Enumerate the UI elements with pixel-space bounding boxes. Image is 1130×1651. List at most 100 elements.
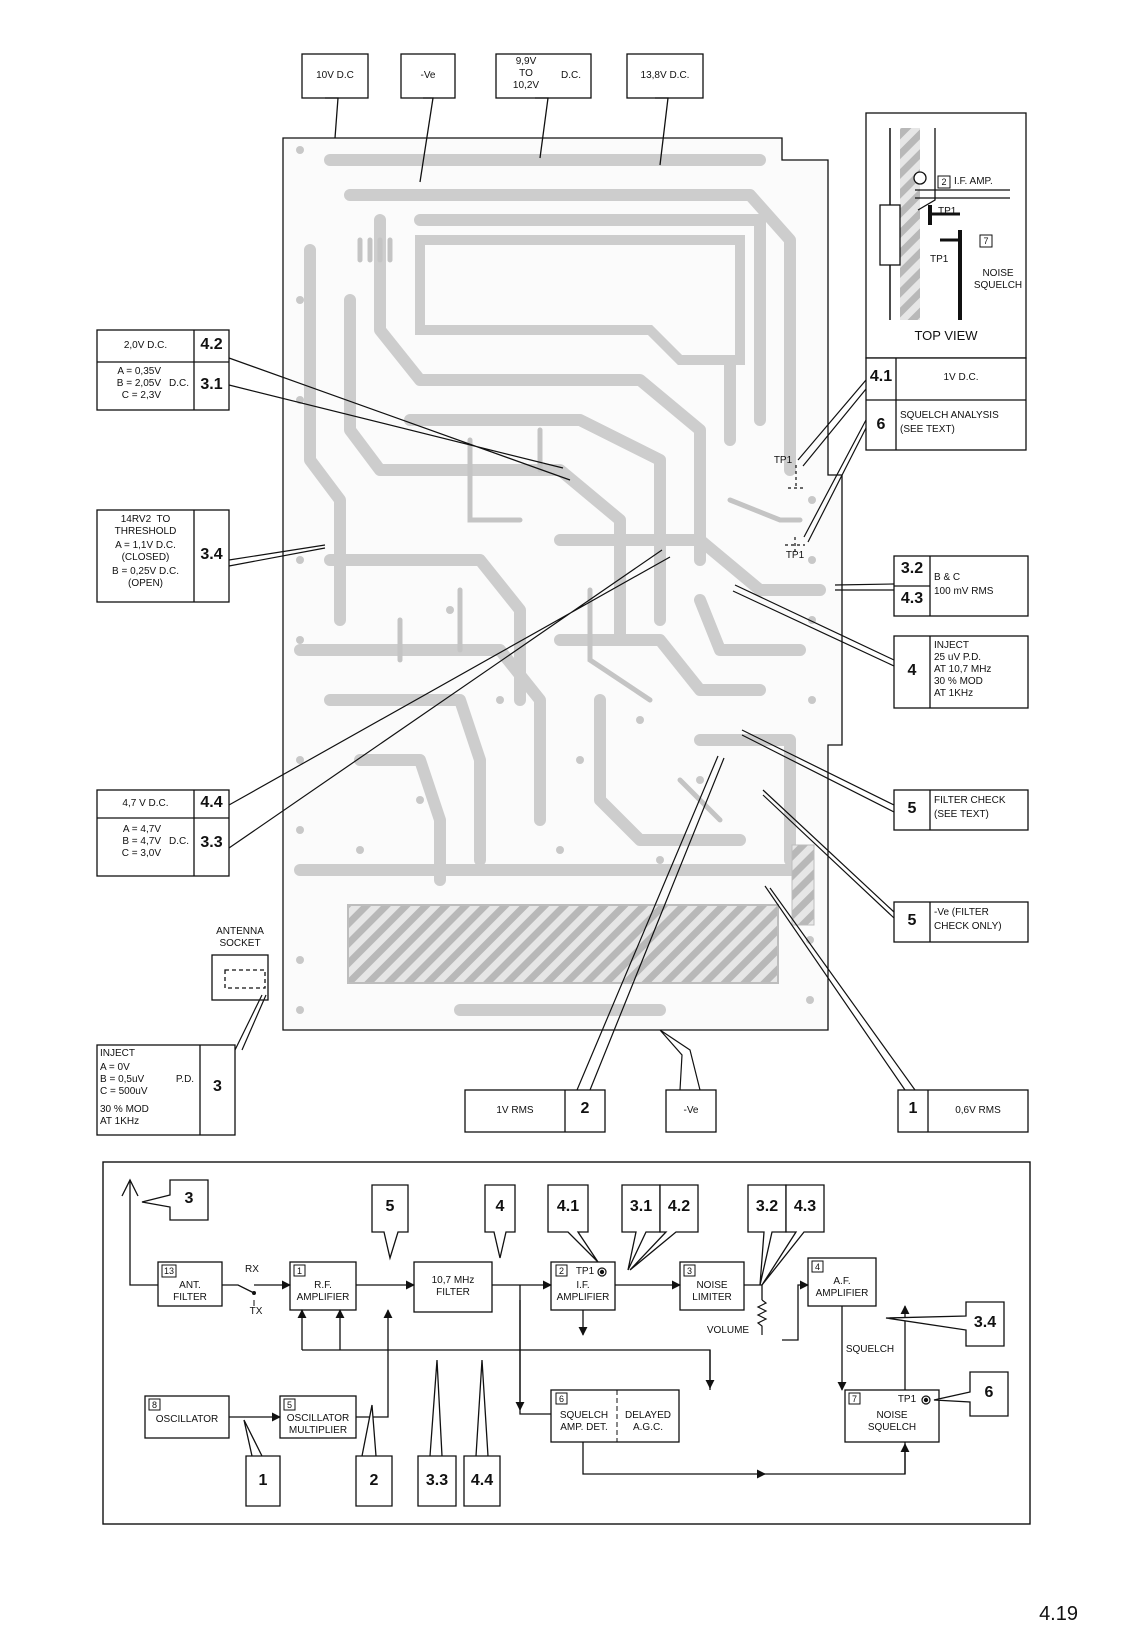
bd-af-num: 4: [814, 1262, 820, 1272]
tv-if-label: I.F. AMP.: [954, 176, 993, 187]
bd-if-num: 2: [558, 1266, 564, 1276]
bd-ns-num: 7: [851, 1394, 857, 1404]
c4-num: 4: [907, 662, 917, 679]
c42-text: 2,0V D.C.: [123, 340, 168, 351]
c4-c: AT 10,7 MHz: [934, 664, 992, 675]
c34-b: THRESHOLD: [114, 526, 177, 537]
tp-rings: [597, 1267, 931, 1405]
bd-ns-tp: TP1: [897, 1394, 917, 1405]
bottom-1v-rms-num: 2: [580, 1100, 590, 1117]
top-view-title: TOP VIEW: [914, 328, 978, 343]
flag-3-2: 3.2: [755, 1198, 779, 1215]
bd-dagc-b: A.G.C.: [632, 1422, 663, 1433]
c3-c: B = 0,5uV: [100, 1074, 145, 1085]
label-99v-b: TO: [519, 68, 533, 79]
bd-nl-a: NOISE: [696, 1280, 728, 1291]
bd-squelch: SQUELCH: [845, 1344, 895, 1355]
label-99v-dc: D.C.: [561, 70, 581, 81]
bd-sq-a: SQUELCH: [559, 1410, 609, 1421]
antenna-label-a: ANTENNA: [216, 926, 264, 937]
c43-num: 4.3: [900, 590, 924, 607]
flag-3-1: 3.1: [629, 1198, 653, 1215]
bottom-1v-rms: 1V RMS: [496, 1105, 534, 1116]
flag-4-3: 4.3: [793, 1198, 817, 1215]
bd-om-num: 5: [286, 1400, 292, 1410]
tp1-board-markers: [785, 465, 805, 552]
c42-num: 4.2: [200, 336, 223, 353]
flag-4-1: 4.1: [556, 1198, 580, 1215]
c3-num: 3: [213, 1078, 222, 1095]
c41-text: 1V D.C.: [943, 372, 979, 383]
c31-c: C = 2,3V: [121, 390, 161, 401]
pcb-connector-block: [791, 844, 815, 926]
tp1-board-b: TP1: [785, 550, 805, 561]
pcb-traces: [294, 154, 826, 1016]
pcb-hatched-ground: [347, 904, 779, 984]
c3-pd: P.D.: [175, 1074, 195, 1085]
c34-f: (OPEN): [128, 578, 163, 589]
bd-if-a: I.F.: [576, 1280, 590, 1291]
page-number: 4.19: [1039, 1603, 1078, 1625]
flag-3: 3: [184, 1190, 194, 1207]
c31-num: 3.1: [200, 376, 223, 393]
tv-ns-label-b: SQUELCH: [973, 280, 1023, 291]
pcb-pads: [296, 146, 816, 1014]
bd-ant-a: ANT.: [179, 1280, 201, 1291]
c31-a: A = 0,35V: [117, 366, 161, 377]
label-138v-dc: 13,8V D.C.: [640, 70, 690, 81]
c44-text: 4,7 V D.C.: [122, 798, 169, 809]
block-diagram-frame: [102, 1161, 1031, 1525]
c33-b: B = 4,7V: [122, 836, 161, 847]
tv-if-numbox: [937, 175, 951, 189]
bd-volume: VOLUME: [706, 1325, 750, 1336]
bd-af-a: A.F.: [833, 1276, 851, 1287]
bd-sq-num: 6: [558, 1394, 564, 1404]
flag-6: 6: [984, 1384, 994, 1401]
c3-b: A = 0V: [100, 1062, 130, 1073]
c4-e: AT 1KHz: [934, 688, 974, 699]
c34-a: 14RV2 TO: [120, 514, 171, 525]
flag-5: 5: [385, 1198, 395, 1215]
pcb-board: [282, 137, 843, 1031]
bd-nl-b: LIMITER: [692, 1292, 732, 1303]
c6-a: SQUELCH ANALYSIS: [900, 410, 999, 421]
c5b-num: 5: [907, 912, 917, 929]
flag-2: 2: [369, 1472, 379, 1489]
bd-ant-b: FILTER: [173, 1292, 207, 1303]
bd-ant-num: 13: [163, 1266, 174, 1276]
c3-d: C = 500uV: [100, 1086, 148, 1097]
bd-rf-a: R.F.: [314, 1280, 332, 1291]
c34-num: 3.4: [200, 546, 223, 563]
c44-num: 4.4: [200, 794, 223, 811]
tv-ns-numbox: [979, 234, 993, 248]
label-neg-ve-top: -Ve: [420, 70, 436, 81]
bd-rf-b: AMPLIFIER: [296, 1292, 350, 1303]
block-connections: [121, 1178, 910, 1479]
top-view-inset: [865, 112, 1027, 359]
flag-4: 4: [495, 1198, 505, 1215]
bottom-neg-ve: -Ve: [683, 1105, 699, 1116]
leader-lines: [228, 357, 916, 1091]
c33-num: 3.3: [200, 834, 223, 851]
flag-callouts: [141, 1179, 1009, 1507]
top-callout-frames: [301, 53, 704, 183]
tv-if-num: 2: [941, 177, 947, 187]
tv-ns-num: 7: [983, 236, 989, 246]
tp1-board-a: TP1: [773, 455, 793, 466]
c31-b: B = 2,05V: [116, 378, 161, 389]
bd-ns-a: NOISE: [876, 1410, 908, 1421]
bd-om-a: OSCILLATOR: [286, 1413, 350, 1424]
flag-3-3: 3.3: [425, 1472, 449, 1489]
tv-tp1-a: TP1: [938, 206, 957, 217]
c5a-a: FILTER CHECK: [934, 795, 1006, 806]
c32-a: B & C: [934, 572, 961, 583]
c34-c: A = 1,1V D.C.: [115, 540, 176, 551]
c4-b: 25 uV P.D.: [934, 652, 982, 663]
c5b-b: CHECK ONLY): [934, 921, 1002, 932]
pcb-ground-plane: [415, 235, 745, 365]
label-99v-a: 9,9V: [515, 56, 537, 67]
left-callout-frames: [96, 329, 269, 1136]
c32-b: 100 mV RMS: [934, 586, 994, 597]
